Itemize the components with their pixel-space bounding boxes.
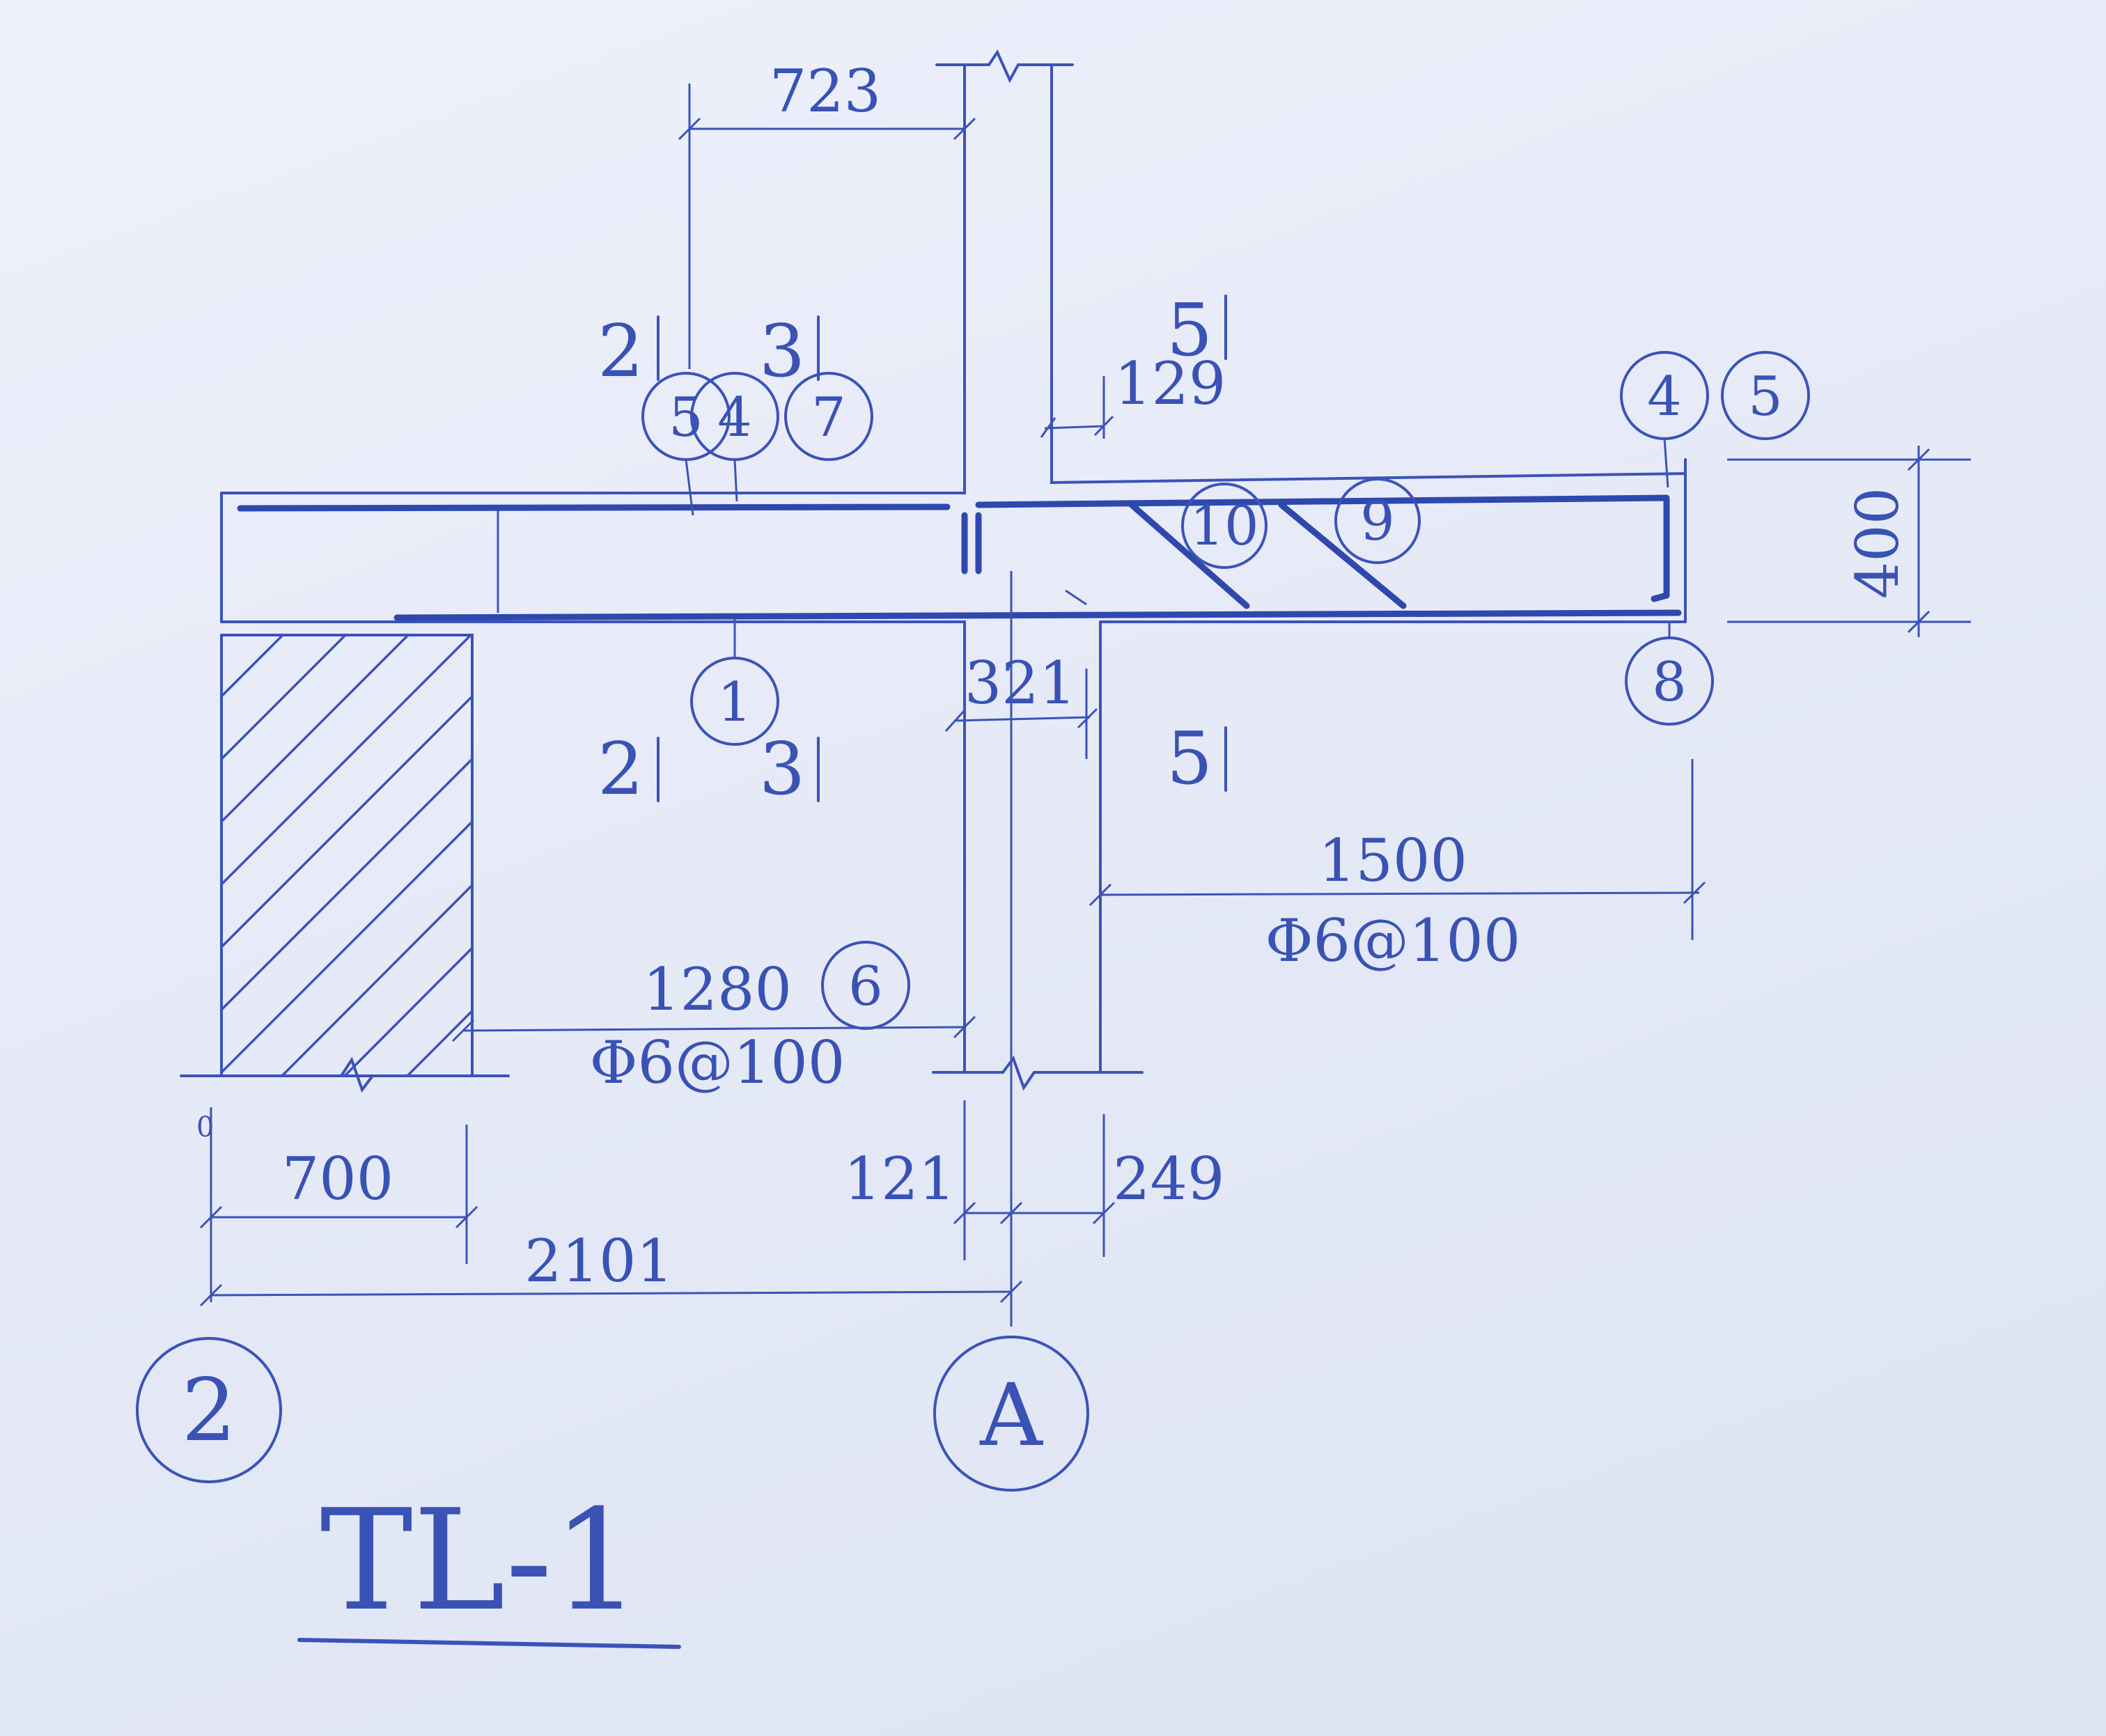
dim-249-label: 249 (1113, 1145, 1224, 1213)
bar-mark-1: 1 (717, 671, 752, 734)
dimension-321: 321 (944, 649, 1098, 759)
axis-a-label: A (979, 1366, 1043, 1466)
dim-700-label: 700 (282, 1145, 393, 1213)
dimension-121-249: 121 249 (844, 571, 1224, 1327)
bar-marks: 5 4 7 4 5 10 9 1 8 6 (641, 351, 1810, 1030)
section-mark-top-3: 3 (759, 308, 805, 393)
rebar-spec-left: Φ6@100 (590, 1029, 845, 1097)
dim-400-label: 400 (1843, 487, 1912, 599)
dimension-723: 723 (678, 57, 976, 369)
axis-2-label: 2 (182, 1361, 237, 1461)
dim-1500-label: 1500 (1318, 827, 1467, 895)
dimension-129: 129 (1040, 350, 1226, 439)
section-mark-top-5: 5 (1167, 288, 1212, 373)
dim-1280-label: 1280 (643, 955, 792, 1024)
bar-mark-8: 8 (1652, 651, 1687, 714)
dimension-400: 400 (1727, 446, 1971, 637)
beam-outline (220, 49, 1687, 1091)
title-tl-1: TL-1 (320, 1480, 641, 1642)
dim-723-label: 723 (770, 57, 881, 125)
dimension-2101: 2101 (199, 1227, 1023, 1307)
drawing-title: TL-1 (297, 1480, 681, 1649)
rebar-spec-right: Φ6@100 (1265, 907, 1521, 975)
dimension-700: 700 0 (196, 1107, 478, 1302)
left-support (180, 634, 510, 1093)
rebars (237, 494, 1682, 621)
bar-mark-4-left: 4 (717, 386, 752, 449)
dim-129-label: 129 (1114, 350, 1226, 418)
bar-mark-6: 6 (848, 955, 883, 1018)
bar-mark-4-right: 4 (1647, 366, 1682, 428)
section-mark-bot-5: 5 (1167, 716, 1212, 801)
section-mark-bot-3: 3 (759, 726, 805, 811)
dim-321-label: 321 (965, 649, 1076, 717)
bar-mark-7: 7 (811, 386, 846, 449)
small-mark: 0 (196, 1111, 214, 1143)
dimension-1280: 1280 Φ6@100 (451, 955, 976, 1097)
section-mark-bot-2: 2 (598, 726, 644, 811)
dim-121-label: 121 (844, 1145, 956, 1213)
section-mark-top-2: 2 (598, 308, 644, 393)
bar-mark-9: 9 (1360, 490, 1395, 553)
section-marks: 2 3 5 2 3 5 (598, 288, 1227, 811)
axis-bubbles: 2 A (136, 1336, 1089, 1492)
dimension-1500: 1500 Φ6@100 (1089, 759, 1706, 975)
bar-mark-5-left: 5 (669, 386, 703, 449)
bar-mark-10: 10 (1190, 495, 1258, 558)
dim-2101-label: 2101 (524, 1227, 673, 1295)
bar-mark-5-right: 5 (1748, 366, 1783, 428)
